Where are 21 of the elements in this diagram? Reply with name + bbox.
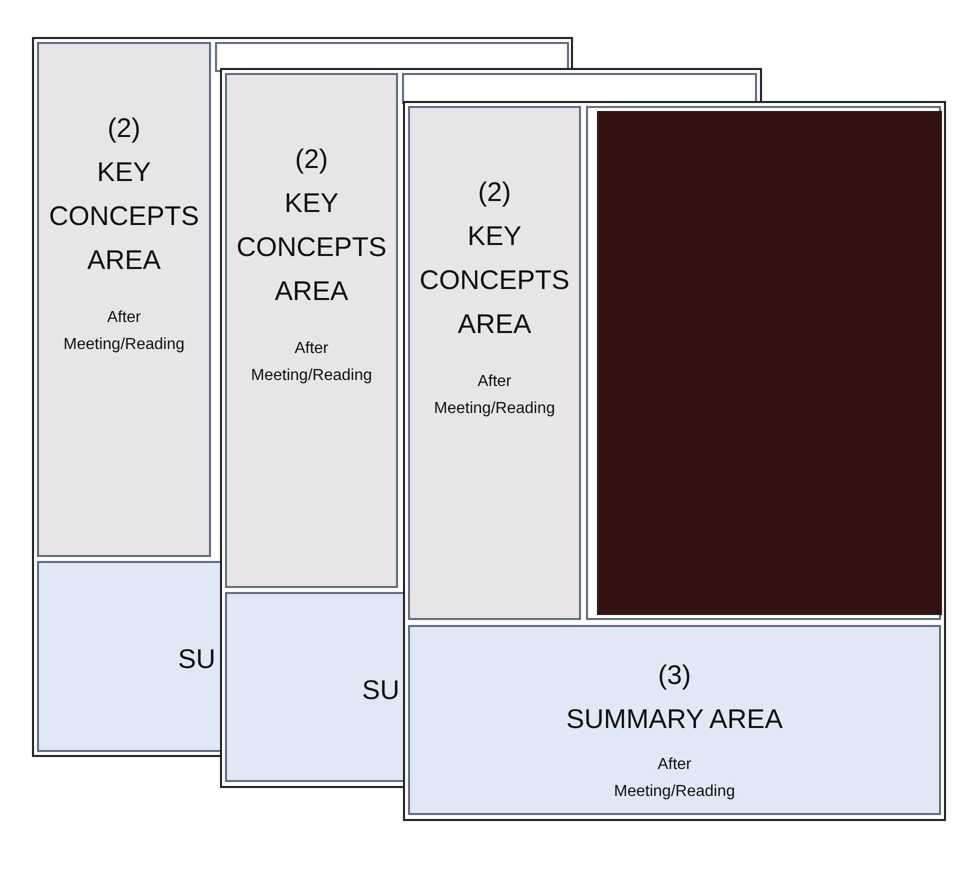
section-number: (2) xyxy=(108,112,140,145)
section-number: (2) xyxy=(295,143,328,176)
summary-panel xyxy=(37,561,223,752)
section-number: (3) xyxy=(658,659,691,692)
section-heading: KEY CONCEPTS AREA xyxy=(235,187,388,308)
summary-panel xyxy=(225,592,406,782)
section-heading: SUMMARY AREA xyxy=(566,703,783,736)
section-heading: SU xyxy=(178,643,216,676)
key-concepts-panel xyxy=(225,73,398,588)
section-number: (2) xyxy=(478,176,511,209)
summary-panel xyxy=(408,625,941,815)
section-heading: SU xyxy=(362,674,400,707)
section-note: After Meeting/Reading xyxy=(433,372,556,419)
section-note: After Meeting/Reading xyxy=(613,755,736,802)
section-heading: KEY CONCEPTS AREA xyxy=(418,220,571,341)
section-heading: KEY CONCEPTS AREA xyxy=(48,156,200,277)
notes-panel xyxy=(402,73,757,104)
section-note: After Meeting/Reading xyxy=(250,339,373,386)
key-concepts-panel xyxy=(37,42,211,557)
section-note: After Meeting/Reading xyxy=(62,308,186,355)
key-concepts-panel xyxy=(408,106,581,620)
